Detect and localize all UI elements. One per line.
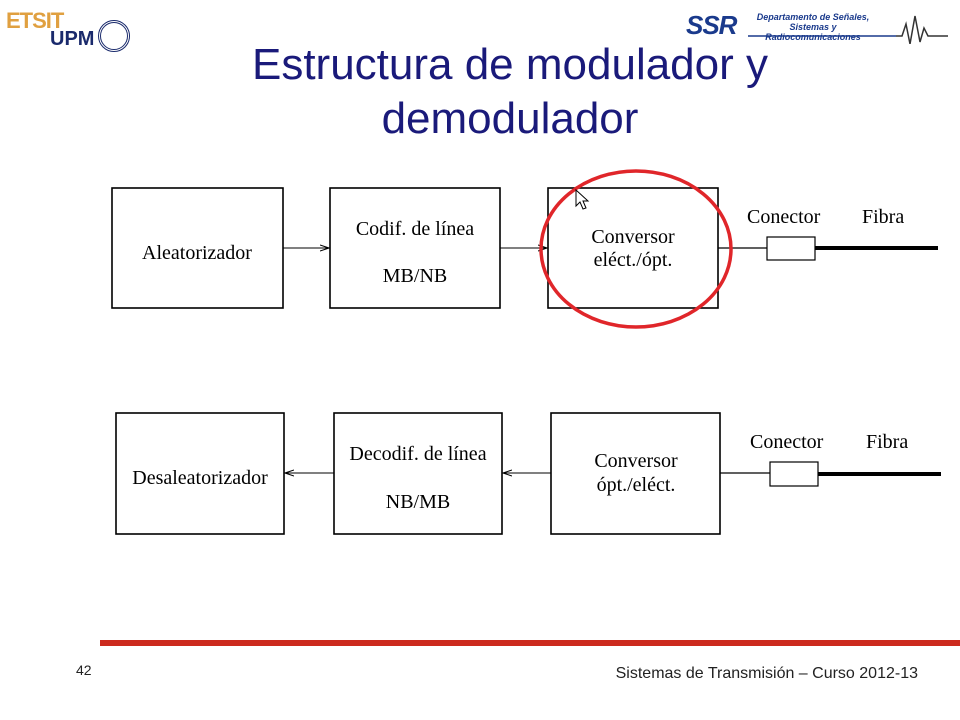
ssr-department-logo: SSR Departamento de Señales, Sistemas y …	[686, 6, 948, 44]
conversor-oe-label-2: ópt./eléct.	[597, 474, 676, 496]
department-name: Departamento de Señales, Sistemas y Radi…	[748, 12, 878, 42]
connector-label-rx: Conector	[750, 431, 824, 453]
codif-linea-label-1: Codif. de línea	[356, 218, 474, 240]
connector-symbol	[766, 236, 816, 261]
conversor-oe-block	[550, 412, 721, 535]
desaleatorizador-block	[115, 412, 285, 535]
page-number: 42	[76, 662, 92, 678]
slide-title-line-1: Estructura de modulador y	[251, 40, 769, 89]
course-footer: Sistemas de Transmisión – Curso 2012-13	[615, 665, 918, 682]
modulator-chain: Aleatorizador Codif. de línea MB/NB Conv…	[111, 169, 938, 329]
mouse-pointer-icon	[575, 188, 590, 210]
slide-title-line-2: demodulador	[381, 94, 639, 143]
connector-label: Conector	[747, 206, 821, 228]
upm-logo-text: UPM	[50, 28, 95, 50]
aleatorizador-block	[111, 187, 284, 309]
footer-rule	[100, 640, 960, 646]
ssr-logo-graphic	[748, 15, 948, 44]
demodulator-chain: Desaleatorizador Decodif. de línea NB/MB…	[115, 412, 941, 535]
highlight-circle	[539, 169, 733, 329]
department-line-2: Sistemas y Radiocomunicaciones	[765, 22, 861, 42]
conversor-eo-label-1: Conversor	[591, 226, 675, 248]
fiber-label: Fibra	[862, 206, 904, 228]
conversor-oe-label-1: Conversor	[594, 450, 678, 472]
desaleatorizador-label: Desaleatorizador	[132, 467, 268, 489]
decodif-linea-label-1: Decodif. de línea	[349, 443, 486, 465]
connector-symbol-rx	[769, 461, 819, 487]
codif-linea-label-2: MB/NB	[383, 265, 447, 287]
decodif-linea-block	[333, 412, 503, 535]
decodif-linea-label-2: NB/MB	[386, 491, 450, 513]
codif-linea-block	[329, 187, 501, 309]
department-line-1: Departamento de Señales,	[756, 12, 870, 22]
aleatorizador-label: Aleatorizador	[142, 242, 252, 264]
ssr-logo-text: SSR	[686, 10, 737, 40]
etsit-upm-logo: ETSIT UPM	[6, 8, 136, 52]
slide-title: Estructura de modulador y demodulador	[100, 38, 920, 146]
university-seal-icon	[98, 20, 130, 52]
fiber-label-rx: Fibra	[866, 431, 908, 453]
etsit-logo-text: ETSIT	[6, 8, 64, 33]
conversor-eo-block	[547, 187, 719, 309]
conversor-eo-label-2: eléct./ópt.	[594, 249, 673, 271]
